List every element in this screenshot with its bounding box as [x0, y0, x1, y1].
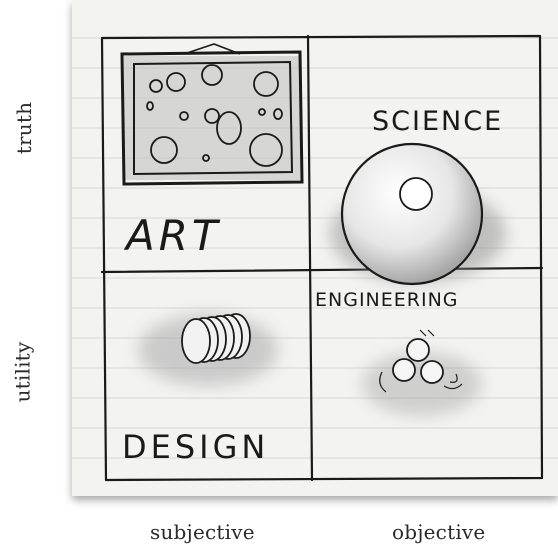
sketch-svg: ART SCIENCE DESIGN: [72, 34, 558, 482]
quadrant-label-art: ART: [123, 211, 222, 260]
science-sphere-icon: [330, 142, 506, 286]
quadrant-label-engineering: ENGINEERING: [315, 289, 459, 311]
quadrant-label-science: SCIENCE: [372, 106, 503, 137]
x-axis-label-objective: objective: [392, 520, 486, 544]
x-axis-label-subjective: subjective: [150, 520, 255, 544]
engineering-balls-icon: [362, 329, 482, 416]
design-coins-icon: [138, 313, 278, 386]
y-axis-label-truth: truth: [12, 101, 37, 155]
notebook-paper-sketch: ART SCIENCE DESIGN: [72, 0, 558, 496]
art-painting-icon: [120, 43, 304, 186]
quadrant-label-design: DESIGN: [122, 428, 269, 466]
y-axis-label-utility: utility: [10, 341, 35, 403]
